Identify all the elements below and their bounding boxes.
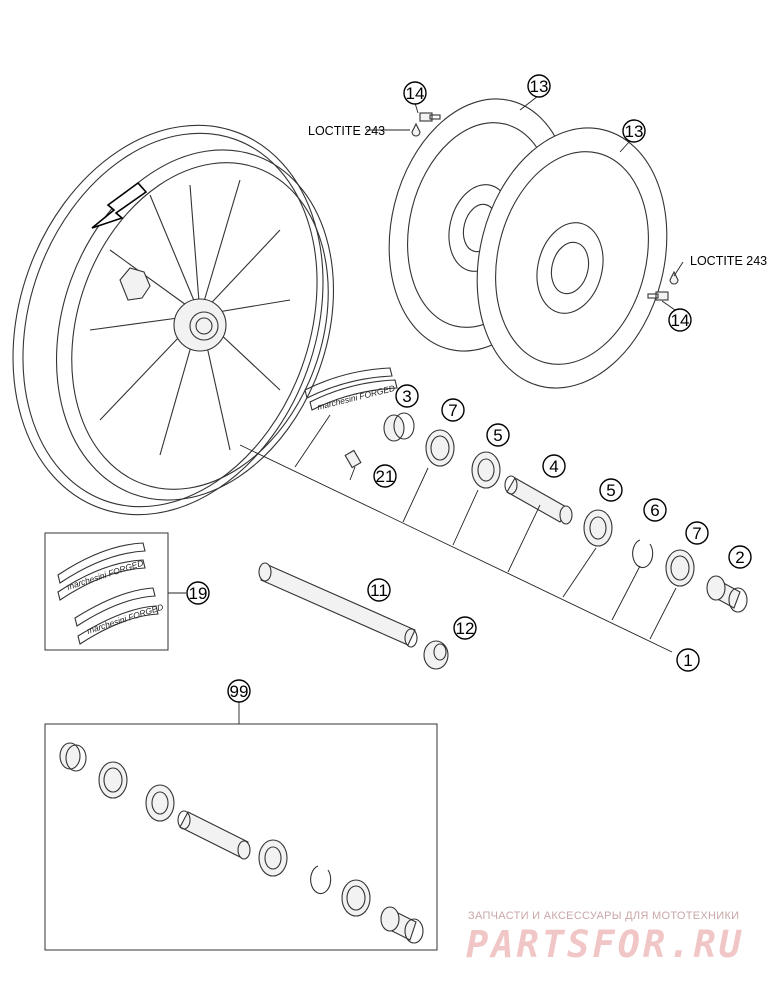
- distance-sleeve-4: [504, 475, 573, 525]
- callout-label: 6: [650, 501, 659, 520]
- callout-circle: [527, 74, 551, 98]
- bearing-kit-box: [44, 723, 438, 951]
- wheel-hub-flange: [119, 267, 151, 301]
- loctite-drop-icon: [411, 122, 421, 137]
- callout-c7a: 7: [441, 398, 465, 422]
- callout-c13a: 13: [527, 74, 551, 98]
- callout-c14a: 14: [403, 81, 427, 105]
- disc-bolt-right: [647, 270, 679, 301]
- sticker-kit-box: marchesini FORGED marchesini FORGED: [44, 532, 169, 651]
- watermark-caption: ЗАПЧАСТИ И АКСЕССУАРЫ ДЛЯ МОТОТЕХНИКИ: [468, 910, 740, 922]
- callout-label: 7: [448, 401, 457, 420]
- spacer-3: [383, 412, 415, 442]
- callout-label: 7: [692, 524, 701, 543]
- callout-label: 13: [625, 122, 644, 141]
- callout-label: 13: [530, 77, 549, 96]
- bearing-5b: [583, 509, 613, 547]
- callout-c5a: 5: [486, 423, 510, 447]
- loctite-drop-icon: [669, 270, 679, 285]
- callout-c5b: 5: [599, 478, 623, 502]
- seal-7b: [665, 549, 695, 587]
- wheel-hub: [173, 298, 227, 352]
- circlip-6: [632, 539, 654, 569]
- callout-c14b: 14: [668, 308, 692, 332]
- callout-circle: [186, 581, 210, 605]
- callout-circle: [373, 464, 397, 488]
- seal-7a: [425, 429, 455, 467]
- callout-c1: 1: [676, 648, 700, 672]
- spacer-2: [706, 575, 748, 613]
- rotation-direction-arrow-icon: [91, 181, 148, 229]
- callout-circle: [486, 423, 510, 447]
- callout-label: 1: [683, 651, 692, 670]
- callout-circle: [403, 81, 427, 105]
- callout-c7b: 7: [685, 521, 709, 545]
- callout-c21: 21: [373, 464, 397, 488]
- sticker-text-2: marchesini FORGED: [86, 602, 165, 636]
- callout-circle: [395, 384, 419, 408]
- callout-circle: [728, 545, 752, 569]
- watermark-logo: PARTSFOR.RU: [466, 923, 745, 966]
- bearing-5a: [471, 451, 501, 489]
- loctite-note-left: LOCTITE 243: [308, 124, 385, 138]
- callout-circle: [599, 478, 623, 502]
- callout-circle: [685, 521, 709, 545]
- callout-label: 3: [402, 387, 411, 406]
- callout-label: 11: [370, 581, 388, 600]
- callout-circle: [542, 454, 566, 478]
- callout-circle: [367, 578, 391, 602]
- callout-label: 21: [376, 467, 395, 486]
- callout-label: 14: [671, 311, 690, 330]
- callout-label: 14: [406, 84, 425, 103]
- callout-circle: [227, 679, 251, 703]
- callout-label: 5: [493, 426, 502, 445]
- brake-disc-front: [388, 98, 572, 352]
- callout-c11: 11: [367, 578, 391, 602]
- axle-nut-12: [423, 640, 449, 670]
- callout-circle: [643, 498, 667, 522]
- brake-disc-rear: [476, 127, 668, 389]
- callout-label: 12: [456, 619, 475, 638]
- axle-11: [258, 562, 418, 648]
- wheel-rim: marchesini FORGED: [12, 124, 398, 516]
- callout-circle: [668, 308, 692, 332]
- rim-sticker-text: marchesini FORGED: [316, 383, 396, 412]
- callout-label: 99: [230, 682, 249, 701]
- callout-label: 5: [606, 481, 615, 500]
- callout-circle: [676, 648, 700, 672]
- callout-c12: 12: [453, 616, 477, 640]
- callout-c2: 2: [728, 545, 752, 569]
- callout-c19: 19: [186, 581, 210, 605]
- leader-lines: [168, 95, 684, 724]
- valve-21: [344, 449, 362, 469]
- callout-circle: [622, 119, 646, 143]
- callout-c99: 99: [227, 679, 251, 703]
- callout-c3: 3: [395, 384, 419, 408]
- loctite-note-right: LOCTITE 243: [690, 254, 767, 268]
- callout-c4: 4: [542, 454, 566, 478]
- callout-circle: [441, 398, 465, 422]
- callout-circle: [453, 616, 477, 640]
- callout-label: 2: [735, 548, 744, 567]
- callout-c13b: 13: [622, 119, 646, 143]
- disc-bolt-top: [411, 112, 441, 137]
- callout-c6: 6: [643, 498, 667, 522]
- callout-label: 19: [189, 584, 208, 603]
- callout-label: 4: [549, 457, 558, 476]
